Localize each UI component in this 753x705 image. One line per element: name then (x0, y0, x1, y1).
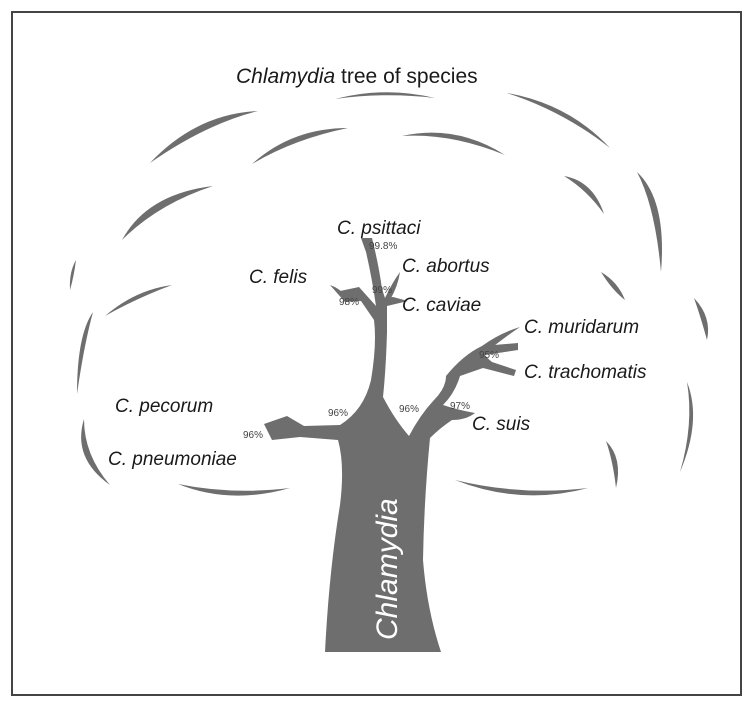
label-c-pneumoniae: C. pneumoniae (108, 449, 237, 470)
pct-left-main: 96% (328, 408, 348, 419)
pct-felis: 98% (339, 297, 359, 308)
label-c-psittaci: C. psittaci (337, 218, 421, 239)
pct-suis: 97% (450, 401, 470, 412)
label-c-muridarum: C. muridarum (524, 317, 639, 338)
pct-muridarum-trachomatis: 95% (479, 350, 499, 361)
title-rest: tree of species (335, 65, 477, 88)
pct-pecorum-pneumoniae: 96% (243, 430, 263, 441)
label-c-felis: C. felis (249, 267, 308, 288)
label-c-suis: C. suis (472, 414, 531, 435)
label-c-trachomatis: C. trachomatis (524, 362, 647, 383)
diagram-title: Chlamydia tree of species (236, 65, 478, 88)
pct-psittaci-abortus: 99.8% (369, 241, 397, 252)
label-c-pecorum: C. pecorum (115, 396, 213, 417)
label-c-abortus: C. abortus (402, 256, 490, 277)
pct-right-main: 96% (399, 404, 419, 415)
pct-psittaci-caviae: 99% (372, 285, 392, 296)
label-c-caviae: C. caviae (402, 295, 481, 316)
trunk-label: Chlamydia (371, 498, 404, 640)
title-italic: Chlamydia (236, 65, 335, 88)
